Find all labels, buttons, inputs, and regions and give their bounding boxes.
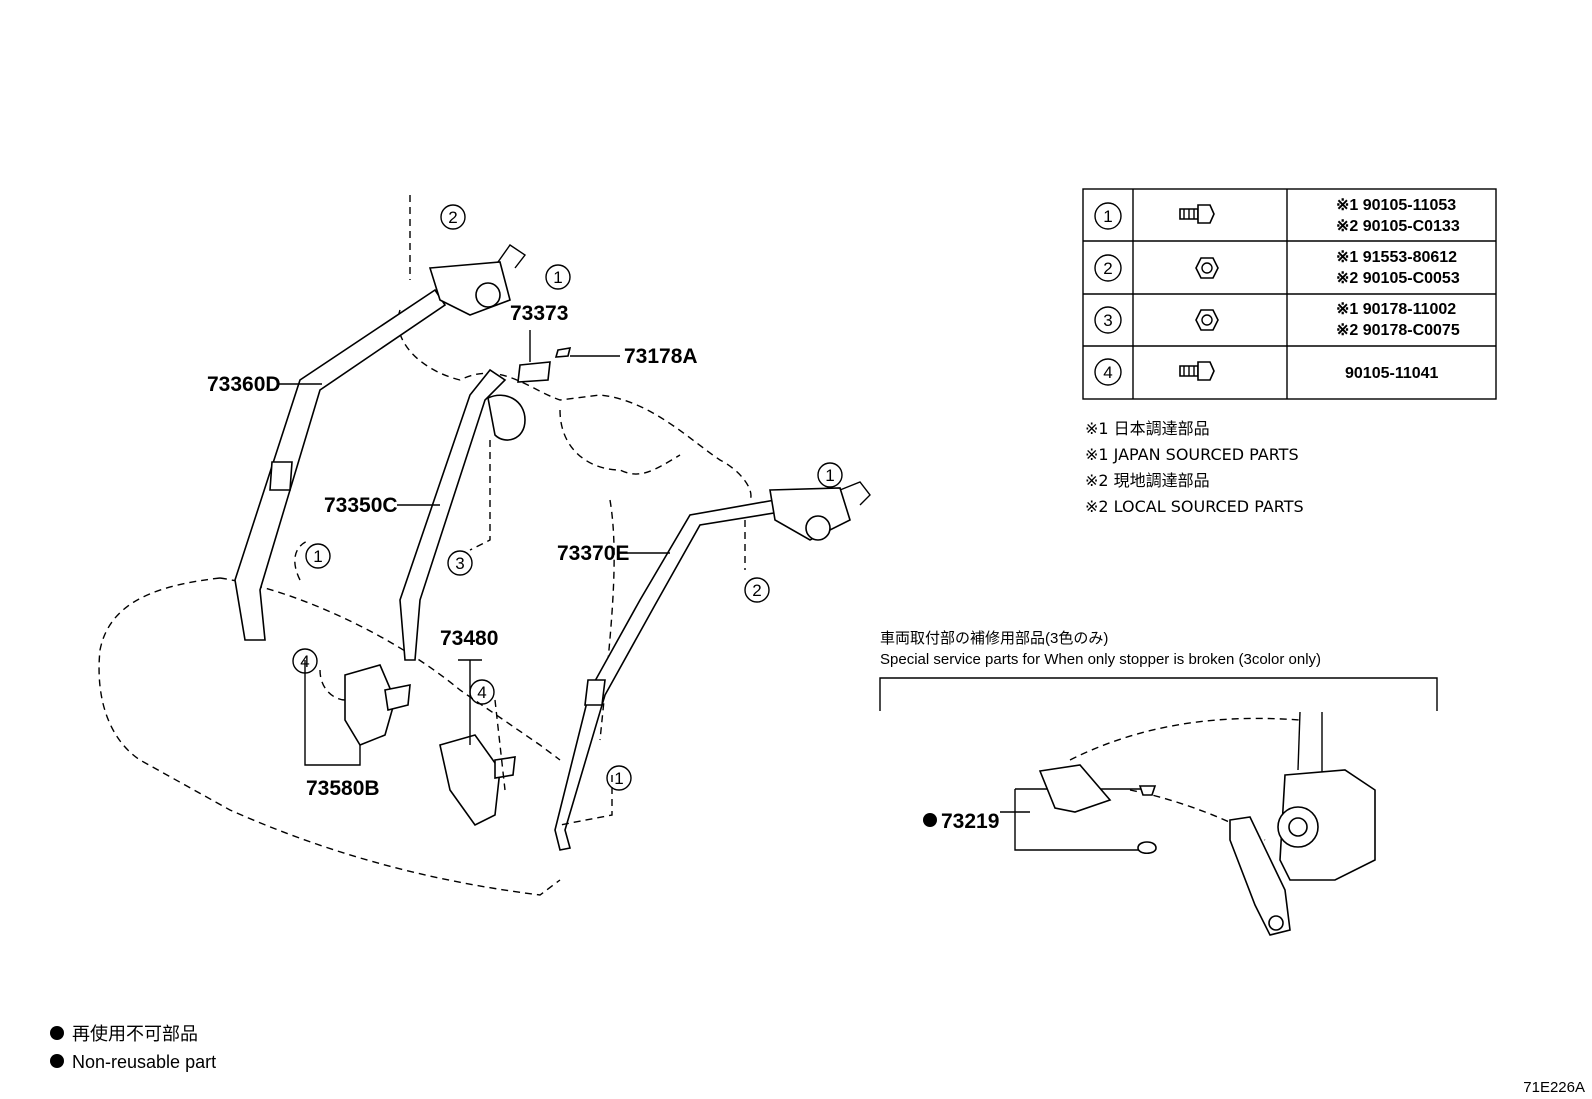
callout-73350C: 73350C (324, 494, 398, 517)
svg-text:※2 現地調達部品: ※2 現地調達部品 (1085, 471, 1210, 490)
callout-73580B: 73580B (306, 777, 380, 800)
svg-text:1: 1 (614, 769, 623, 788)
svg-text:1: 1 (553, 268, 562, 287)
svg-text:※1 91553-80612: ※1 91553-80612 (1336, 249, 1457, 266)
svg-text:4: 4 (477, 683, 486, 702)
svg-text:※2 LOCAL SOURCED PARTS: ※2 LOCAL SOURCED PARTS (1085, 497, 1304, 516)
svg-text:2: 2 (1103, 259, 1112, 278)
svg-text:1: 1 (313, 547, 322, 566)
svg-text:※1 90178-11002: ※1 90178-11002 (1336, 301, 1456, 318)
left-buckle (319, 664, 411, 746)
special-title-en: Special service parts for When only stop… (880, 651, 1321, 668)
non-reusable-bullet-icon (923, 813, 937, 827)
table-row-3: 3 ※1 90178-11002 ※2 90178-C0075 (1094, 301, 1460, 339)
svg-text:※2 90178-C0075: ※2 90178-C0075 (1336, 322, 1460, 339)
callout-73480: 73480 (440, 627, 498, 650)
svg-text:3: 3 (455, 554, 464, 573)
center-seat-belt-assembly (399, 347, 572, 661)
marker-2-right: 2 (744, 577, 770, 603)
center-buckle (439, 699, 516, 827)
svg-text:90105-11041: 90105-11041 (1345, 365, 1439, 382)
svg-text:※1 JAPAN SOURCED PARTS: ※1 JAPAN SOURCED PARTS (1085, 445, 1299, 464)
nut-hex-icon (1195, 309, 1219, 331)
part-callouts: 73360D 73350C 73370E 73178A 73373 73480 … (207, 302, 698, 800)
callout-73360D: 73360D (207, 373, 281, 396)
callout-73178A: 73178A (624, 345, 698, 368)
svg-text:2: 2 (448, 208, 457, 227)
circle-markers: 2 1 1 3 1 2 4 4 1 (292, 204, 843, 791)
svg-text:※2 90105-C0053: ※2 90105-C0053 (1336, 270, 1460, 287)
bolt-flange-icon (1179, 361, 1215, 381)
marker-3-center: 3 (447, 550, 473, 576)
svg-text:1: 1 (1103, 207, 1112, 226)
legend: 再使用不可部品 Non-reusable part (50, 1024, 216, 1072)
svg-text:1: 1 (825, 466, 834, 485)
right-seat-belt-assembly (554, 481, 871, 851)
marker-2-top: 2 (440, 204, 466, 230)
marker-1-left: 1 (305, 543, 331, 569)
marker-1-bottom: 1 (606, 765, 632, 791)
table-row-1: 1 ※1 90105-11053 ※2 90105-C0133 (1094, 197, 1460, 235)
fastener-table: 1 ※1 90105-11053 ※2 90105-C0133 2 ※1 915… (1082, 188, 1497, 400)
non-reusable-bullet-icon (50, 1026, 64, 1040)
callout-73370E: 73370E (557, 542, 629, 565)
svg-text:※2 90105-C0133: ※2 90105-C0133 (1336, 218, 1460, 235)
svg-text:※1 90105-11053: ※1 90105-11053 (1336, 197, 1456, 214)
callout-73373: 73373 (510, 302, 568, 325)
stopper-detail-drawing (1038, 711, 1376, 936)
marker-4-left: 4 (292, 648, 318, 674)
marker-4-center: 4 (469, 679, 495, 705)
legend-jp: 再使用不可部品 (72, 1024, 198, 1044)
left-seat-belt-assembly (234, 195, 527, 641)
marker-1-top: 1 (545, 264, 571, 290)
marker-1-right: 1 (817, 462, 843, 488)
legend-en: Non-reusable part (72, 1052, 216, 1072)
bolt-flange-icon (1179, 204, 1215, 224)
special-title-jp: 車両取付部の補修用部品(3色のみ) (880, 630, 1108, 647)
svg-text:3: 3 (1103, 311, 1112, 330)
reference-code: 71E226A (1523, 1079, 1585, 1096)
non-reusable-bullet-icon (50, 1054, 64, 1068)
special-service-panel: 車両取付部の補修用部品(3色のみ) Special service parts … (879, 630, 1438, 936)
table-row-4: 4 90105-11041 (1094, 358, 1439, 386)
svg-text:※1 日本調達部品: ※1 日本調達部品 (1085, 419, 1210, 438)
svg-text:2: 2 (752, 581, 761, 600)
callout-73219: 73219 (923, 810, 999, 833)
table-row-2: 2 ※1 91553-80612 ※2 90105-C0053 (1094, 249, 1460, 287)
svg-text:4: 4 (300, 652, 309, 671)
svg-text:73219: 73219 (941, 810, 999, 833)
nut-hex-icon (1195, 257, 1219, 279)
sourcing-notes: ※1 日本調達部品 ※1 JAPAN SOURCED PARTS ※2 現地調達… (1085, 419, 1304, 516)
svg-text:4: 4 (1103, 363, 1112, 382)
